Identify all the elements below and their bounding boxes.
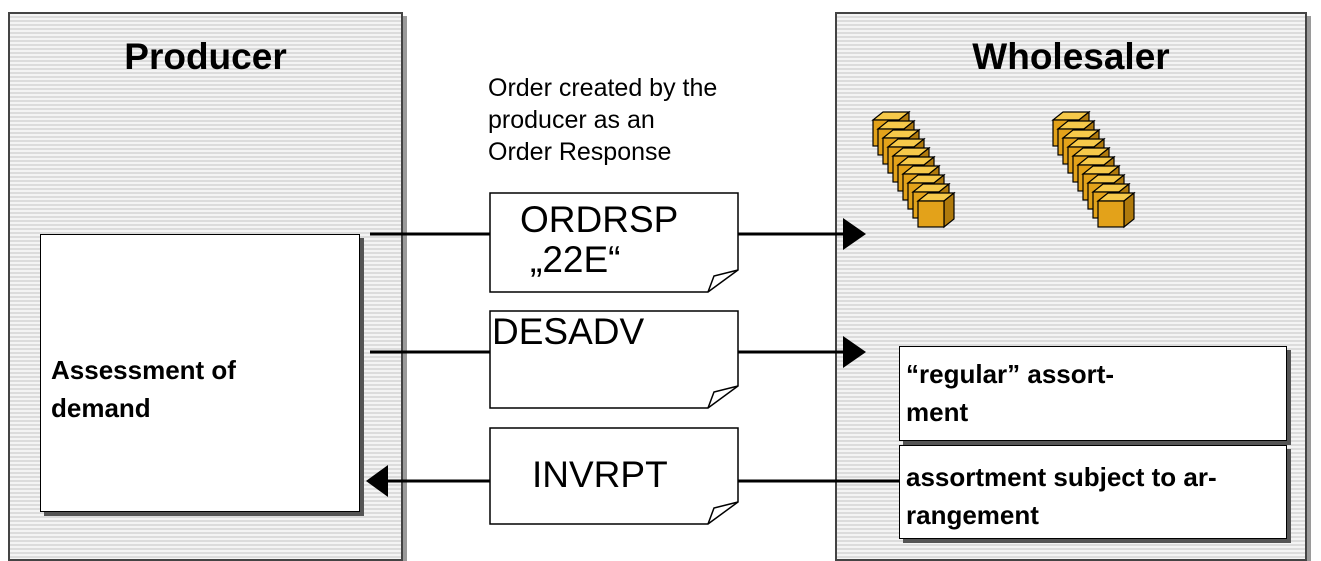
wholesaler-title: Wholesaler <box>972 36 1170 77</box>
caption-line-2: producer as an <box>488 106 655 134</box>
caption-line-1: Order created by the <box>488 74 718 102</box>
regular-assortment-box: “regular” assort- ment <box>899 346 1287 441</box>
stacked-crates-icon-right <box>1052 111 1135 228</box>
invrpt-document <box>489 427 739 525</box>
invrpt-arrow <box>366 465 905 497</box>
stacked-crates-icon-left <box>872 111 955 228</box>
ordrsp-label: ORDRSP „22E“ <box>520 200 720 280</box>
desadv-document <box>489 310 739 409</box>
desadv-arrow <box>370 336 866 368</box>
assessment-box: Assessment of demand <box>40 234 360 512</box>
regular-assortment-label: “regular” assort- ment <box>906 355 1114 431</box>
order-response-caption: Order created by the producer as an Orde… <box>488 72 818 168</box>
desadv-label: DESADV <box>492 311 645 352</box>
arrangement-line-2: rangement <box>906 500 1039 530</box>
ordrsp-line-1: ORDRSP <box>520 199 679 240</box>
invrpt-label: INVRPT <box>532 454 668 495</box>
caption-line-3: Order Response <box>488 138 672 166</box>
regular-line-2: ment <box>906 397 969 427</box>
ordrsp-line-2: „22E“ <box>530 239 621 280</box>
ordrsp-document <box>489 192 739 293</box>
regular-line-1: “regular” assort- <box>906 359 1115 389</box>
producer-title: Producer <box>124 36 287 77</box>
arrangement-assortment-box: assortment subject to ar- rangement <box>899 445 1287 539</box>
arrangement-assortment-label: assortment subject to ar- rangement <box>906 458 1286 534</box>
assessment-label: Assessment of demand <box>51 355 236 423</box>
flow-diagram <box>366 111 1135 525</box>
arrangement-line-1: assortment subject to ar- <box>906 462 1217 492</box>
ordrsp-arrow <box>370 218 866 250</box>
